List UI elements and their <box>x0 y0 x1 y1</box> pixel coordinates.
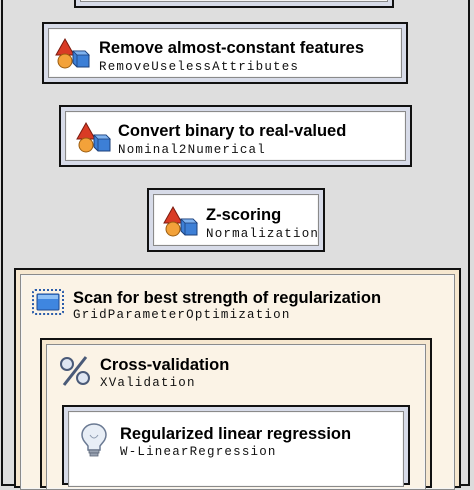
operator-normalization[interactable]: Z-scoring Normalization <box>147 188 325 252</box>
operator-class-name: Nominal2Numerical <box>118 143 266 157</box>
operator-class-name: GridParameterOptimization <box>73 308 291 322</box>
lightbulb-icon <box>81 423 107 457</box>
percent-icon <box>60 356 90 386</box>
operator-box-top-partial[interactable] <box>74 0 394 8</box>
operator-title: Scan for best strength of regularization <box>73 289 382 307</box>
operator-nominal2numerical[interactable]: Convert binary to real-valued Nominal2Nu… <box>59 105 412 167</box>
window-icon <box>32 289 64 315</box>
operator-class-name: Normalization <box>206 227 320 241</box>
operator-title: Regularized linear regression <box>120 425 352 443</box>
shapes-icon <box>163 205 198 237</box>
shapes-icon <box>76 121 111 153</box>
shapes-icon <box>55 37 90 69</box>
operator-class-name: W-LinearRegression <box>120 445 277 459</box>
operator-remove-useless-attributes[interactable]: Remove almost-constant features RemoveUs… <box>42 22 408 84</box>
operator-w-linear-regression[interactable]: Regularized linear regression W-LinearRe… <box>62 405 410 487</box>
operator-title: Cross-validation <box>100 356 230 374</box>
operator-class-name: RemoveUselessAttributes <box>99 60 300 74</box>
operator-class-name: XValidation <box>100 376 196 390</box>
operator-title: Convert binary to real-valued <box>118 122 347 140</box>
operator-title: Z-scoring <box>206 206 282 224</box>
operator-title: Remove almost-constant features <box>99 39 364 57</box>
